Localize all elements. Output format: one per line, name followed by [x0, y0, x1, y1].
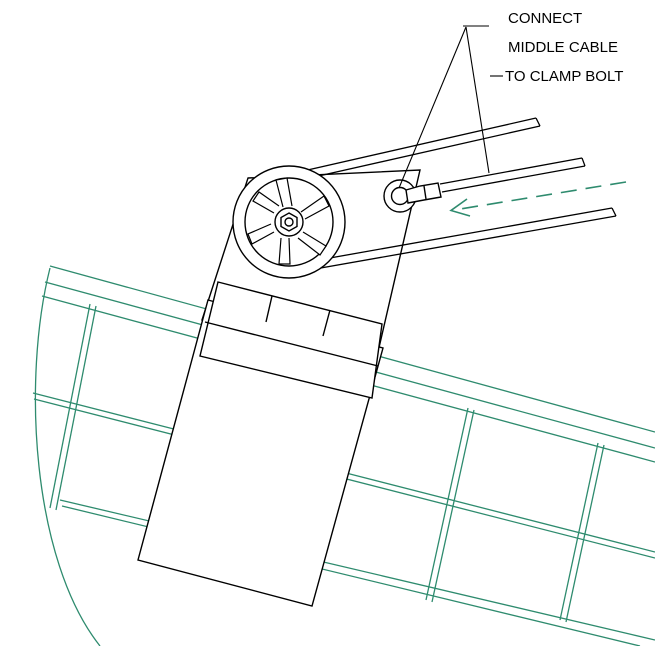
cable-lug	[405, 182, 442, 204]
callout-line-1: CONNECT	[508, 10, 582, 27]
upper-cable-end	[535, 117, 541, 127]
hinge-seam-1	[265, 295, 273, 323]
mesh-vert-strand-2b	[431, 409, 475, 603]
leader-to-bolt	[398, 26, 467, 189]
mesh-vert-strand-1b	[55, 305, 97, 511]
cable-lug-crimp	[423, 185, 427, 200]
mesh-vert-strand-1a	[49, 303, 91, 509]
lower-cable-b	[297, 215, 617, 273]
callout-line-2: MIDDLE CABLE	[508, 39, 618, 56]
pulley-spokes	[247, 177, 330, 265]
mesh-vert-strand-3b	[565, 444, 605, 623]
lower-cable-end	[611, 207, 617, 217]
middle-cable-b	[441, 165, 586, 193]
hinge-lower-edge	[204, 321, 379, 367]
lower-cable-a	[295, 207, 613, 265]
hinge-seam-2	[322, 309, 331, 337]
middle-cable-end	[581, 157, 586, 167]
mesh-vert-strand-2a	[425, 407, 469, 601]
cables	[289, 117, 617, 273]
middle-cable-a	[439, 157, 583, 185]
clamp-bolt-icon	[383, 179, 442, 213]
leader-to-cable	[465, 26, 490, 174]
mesh-boundary-curve	[34, 267, 101, 646]
callout-label: CONNECT MIDDLE CABLE TO CLAMP BOLT	[505, 10, 623, 85]
pulley-wheel-icon	[232, 165, 346, 279]
dashed-arrow-left-icon	[449, 181, 627, 217]
pulley-axle	[284, 217, 294, 227]
arrow-head	[449, 198, 471, 217]
clamp-hinge-band	[199, 281, 383, 399]
arrow-shaft	[453, 181, 627, 211]
callout-line-3: TO CLAMP BOLT	[505, 68, 623, 85]
mesh-vert-strand-3a	[559, 442, 599, 621]
upper-cable-a	[289, 117, 537, 175]
upper-cable-b	[291, 125, 541, 183]
callout-leaders	[398, 25, 503, 189]
